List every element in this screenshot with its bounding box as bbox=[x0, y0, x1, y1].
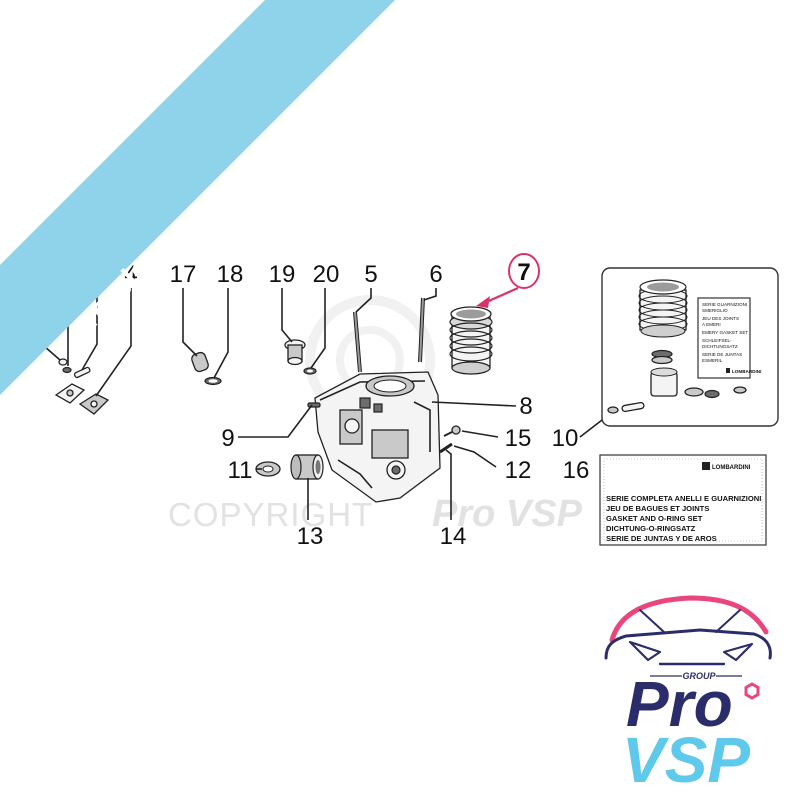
part-18-oring bbox=[204, 376, 222, 386]
part-2-oring bbox=[62, 366, 72, 374]
kit-line-8: SERIE DE JUNTAS bbox=[702, 352, 742, 357]
kit-line-9: ESMERIL bbox=[702, 358, 723, 363]
callout-12: 12 bbox=[505, 457, 532, 484]
callout-15: 15 bbox=[505, 425, 532, 452]
part-6-stud bbox=[418, 297, 425, 363]
callout-16: 16 bbox=[563, 457, 590, 484]
gasket-line-1: SERIE COMPLETA ANELLI E GUARNIZIONI bbox=[606, 494, 761, 503]
kit-line-2: SMERIGLIO bbox=[702, 308, 728, 313]
car-icon bbox=[604, 595, 772, 666]
part-15-screw bbox=[443, 425, 461, 437]
kit-line-4: A EMERI bbox=[702, 322, 721, 327]
kit-brand: LOMBARDINI bbox=[732, 369, 761, 374]
callout-18: 18 bbox=[217, 261, 244, 288]
callout-8: 8 bbox=[519, 393, 532, 420]
part-9-pin bbox=[307, 402, 321, 408]
part-19-fitting bbox=[284, 339, 306, 366]
site-banner: pro-piece-vsp.com bbox=[0, 0, 395, 395]
kit-line-3: JEU DES JOINTS bbox=[702, 316, 739, 321]
callout-17: 17 bbox=[170, 261, 197, 288]
callout-9: 9 bbox=[221, 425, 234, 452]
callout-5: 5 bbox=[364, 261, 377, 288]
callout-13: 13 bbox=[297, 523, 324, 550]
part-7-cylinder bbox=[449, 306, 493, 375]
gasket-line-2: JEU DE BAGUES ET JOINTS bbox=[606, 504, 709, 513]
callout-11: 11 bbox=[228, 457, 253, 484]
callout-4: 4 bbox=[124, 261, 137, 288]
logo-pro: Pro bbox=[626, 668, 733, 740]
gasket-brand: LOMBARDINI bbox=[712, 465, 751, 471]
callout-7: 7 bbox=[517, 259, 530, 286]
callout-20: 20 bbox=[313, 261, 340, 288]
callout-10: 10 bbox=[552, 425, 579, 452]
part-10-kit-inset: SERIE GUARNIZIONI SMERIGLIO JEU DES JOIN… bbox=[601, 267, 779, 427]
copyright-brand: Pro VSP bbox=[432, 493, 583, 535]
part-16-gasket-card: LOMBARDINI SERIE COMPLETA ANELLI E GUARN… bbox=[599, 454, 767, 546]
gasket-line-5: SERIE DE JUNTAS Y DE AROS bbox=[606, 534, 717, 543]
part-5-stud bbox=[353, 311, 362, 373]
callout-14: 14 bbox=[440, 523, 467, 550]
hex-icon bbox=[744, 682, 760, 700]
part-12-stud bbox=[439, 442, 453, 454]
kit-line-6: SCHLEIFSEL- bbox=[702, 338, 732, 343]
part-4-plate bbox=[54, 383, 110, 415]
part-3-pin bbox=[73, 366, 91, 379]
gasket-line-4: DICHTUNG-O-RINGSATZ bbox=[606, 524, 696, 533]
part-20-oring bbox=[303, 367, 317, 375]
copyright-watermark: COPYRIGHT Pro VSP bbox=[168, 493, 583, 535]
kit-line-1: SERIE GUARNIZIONI bbox=[702, 302, 747, 307]
callout-19: 19 bbox=[269, 261, 296, 288]
kit-line-7: DICHTUNGSATZ bbox=[702, 344, 738, 349]
part-8-crankcase bbox=[314, 371, 441, 503]
kit-line-5: EMERY GASKET SET bbox=[702, 330, 748, 335]
part-1-washer bbox=[58, 358, 68, 366]
provsp-logo: GROUP Pro VSP bbox=[604, 595, 772, 796]
logo-vsp: VSP bbox=[622, 724, 750, 796]
gasket-line-3: GASKET AND O-RING SET bbox=[606, 514, 703, 523]
callout-6: 6 bbox=[429, 261, 442, 288]
copyright-text: COPYRIGHT bbox=[168, 496, 373, 533]
callout-7-highlight bbox=[476, 253, 540, 308]
part-13-bushing bbox=[290, 454, 324, 480]
logo-group: GROUP bbox=[682, 671, 716, 681]
part-17-plug bbox=[191, 351, 209, 373]
